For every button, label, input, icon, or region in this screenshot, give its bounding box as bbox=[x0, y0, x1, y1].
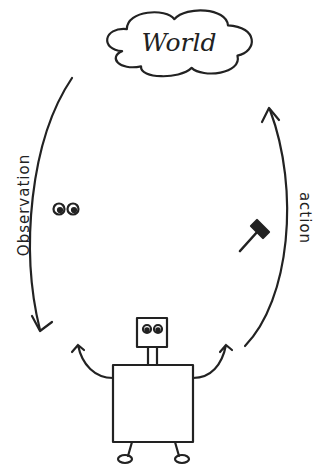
arrow-head bbox=[262, 108, 279, 122]
arrow-label: action bbox=[296, 192, 314, 244]
hammer-symbol bbox=[240, 220, 269, 251]
eyes-symbol bbox=[54, 204, 79, 215]
arrow-label: Observation bbox=[15, 154, 33, 256]
arrow-head bbox=[32, 316, 52, 331]
node-text: World bbox=[142, 28, 217, 57]
robot-figure bbox=[72, 318, 232, 463]
action-arrow bbox=[245, 110, 287, 346]
cloud-node: World bbox=[100, 4, 258, 80]
observation-arrow bbox=[30, 78, 72, 330]
